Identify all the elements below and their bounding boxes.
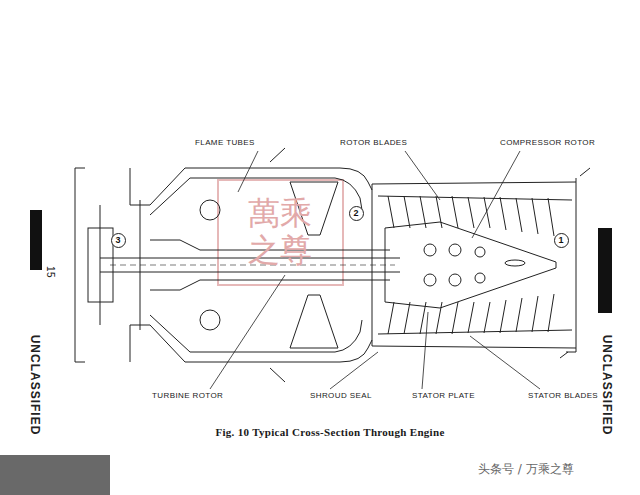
- part-label: COMPRESSOR ROTOR: [500, 139, 595, 148]
- compressor-rotor: [385, 222, 556, 308]
- classification-mark: UNCLASSIFIED: [599, 335, 612, 436]
- compressor-casing: [372, 182, 576, 348]
- rotor-hole: [449, 244, 461, 256]
- leader-line: [330, 352, 378, 389]
- leader-lines: [210, 151, 540, 389]
- burner-funnel: [290, 295, 338, 348]
- callout-circle: 2: [349, 206, 364, 221]
- rotor-slot: [505, 260, 525, 266]
- leader-line: [422, 312, 428, 389]
- leader-line: [238, 151, 258, 192]
- figure-caption: Fig. 10 Typical Cross-Section Through En…: [215, 426, 444, 438]
- part-label: TURBINE ROTOR: [152, 392, 223, 401]
- callout-circle: 3: [111, 233, 126, 248]
- callout-number: 3: [115, 236, 120, 245]
- flame-tube-port: [200, 310, 220, 330]
- part-label: STATOR BLADES: [528, 392, 598, 401]
- exhaust-cone: [88, 228, 113, 302]
- stamp-watermark: 萬乘之尊: [245, 195, 315, 269]
- photo-blur: [0, 455, 110, 495]
- break-mark: [270, 148, 590, 382]
- callout-number: 2: [353, 209, 358, 218]
- flange: [372, 184, 373, 346]
- leader-line: [210, 275, 285, 389]
- classification-bar: [598, 228, 612, 313]
- intake-bracket: [560, 178, 576, 358]
- part-label: FLAME TUBES: [195, 139, 255, 148]
- classification-bar: [30, 210, 42, 270]
- flame-tube: [150, 315, 362, 352]
- part-label: ROTOR BLADES: [340, 139, 407, 148]
- part-label: SHROUD SEAL: [310, 392, 372, 401]
- rotor-hole: [475, 273, 485, 283]
- flame-tube-port: [200, 200, 220, 220]
- page-number: 15: [45, 266, 56, 278]
- classification-mark: UNCLASSIFIED: [27, 335, 40, 436]
- rotor-hole: [449, 274, 461, 286]
- engine-outline: [75, 148, 590, 382]
- leader-line: [470, 336, 540, 389]
- part-label: STATOR PLATE: [412, 392, 475, 401]
- leader-line: [472, 151, 520, 238]
- rotor-hole: [424, 274, 436, 286]
- callout-number: 1: [558, 236, 563, 245]
- rotor-hole: [424, 244, 436, 256]
- callout-circle: 1: [554, 233, 569, 248]
- compressor-casing: [378, 196, 572, 334]
- compressor-blades: [388, 196, 554, 236]
- leader-line: [405, 151, 440, 200]
- source-watermark: 头条号 / 万乘之尊: [478, 463, 574, 476]
- rotor-hole: [475, 247, 485, 257]
- stamp-frame: [218, 180, 343, 285]
- compressor-blades: [388, 294, 554, 334]
